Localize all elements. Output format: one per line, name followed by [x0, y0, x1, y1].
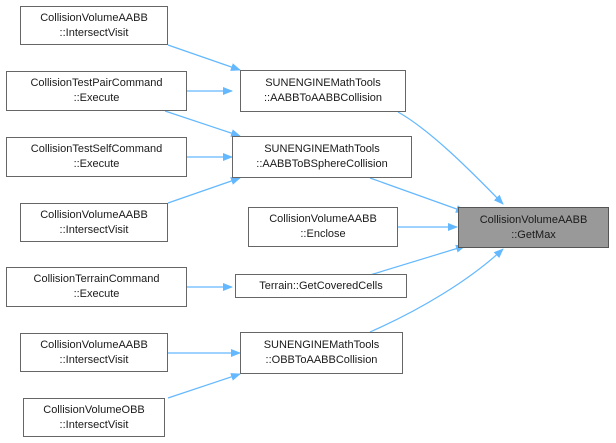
- node-label-line1: SUNENGINEMathTools: [264, 143, 380, 155]
- node-label-line2: ::Execute: [73, 92, 120, 104]
- node-sunenginemathtools-aabbtoaabbcollision[interactable]: SUNENGINEMathTools ::AABBToAABBCollision: [240, 70, 406, 112]
- node-label-line1: CollisionTestPairCommand: [30, 77, 163, 89]
- node-label-line1: CollisionVolumeAABB: [269, 213, 377, 225]
- node-label-line2: ::IntersectVisit: [59, 26, 129, 39]
- node-collisionterraincommand-execute[interactable]: CollisionTerrainCommand ::Execute: [6, 267, 187, 307]
- edge-n4-to-m2: [167, 177, 241, 204]
- node-sunenginemathtools-aabbtobspherecollision[interactable]: SUNENGINEMathTools ::AABBToBSphereCollis…: [232, 136, 412, 178]
- node-collisionvolumeaabb-intersectvisit-3[interactable]: CollisionVolumeAABB ::IntersectVisit: [20, 333, 168, 372]
- node-label-line2: ::AABBToAABBCollision: [264, 92, 382, 104]
- node-label-line1: CollisionVolumeAABB: [40, 11, 148, 24]
- edge-n2-to-m2: [164, 110, 241, 137]
- edge-m5-to-target: [369, 248, 504, 333]
- node-label-line1: CollisionVolumeAABB: [40, 338, 148, 351]
- node-label-line1: CollisionVolumeAABB: [479, 213, 588, 226]
- node-collisionvolumeaabb-enclose[interactable]: CollisionVolumeAABB ::Enclose: [248, 207, 398, 247]
- node-label-line2: ::IntersectVisit: [59, 418, 129, 431]
- node-label-line2: ::Execute: [73, 158, 120, 170]
- node-sunenginemathtools-obbtoaabbcollision[interactable]: SUNENGINEMathTools ::OBBToAABBCollision: [240, 332, 403, 374]
- node-label-line2: ::IntersectVisit: [59, 223, 129, 236]
- node-terrain-getcoveredcells[interactable]: Terrain::GetCoveredCells: [235, 274, 407, 298]
- node-label-line2: ::AABBToBSphereCollision: [256, 158, 388, 170]
- node-label-line2: ::Enclose: [300, 228, 346, 240]
- node-collisionvolumeobb-intersectvisit[interactable]: CollisionVolumeOBB ::IntersectVisit: [23, 398, 165, 437]
- node-collisionvolumeaabb-getmax: CollisionVolumeAABB ::GetMax: [458, 207, 609, 248]
- node-label-line1: CollisionTestSelfCommand: [30, 143, 163, 155]
- node-label-line1: SUNENGINEMathTools: [263, 339, 380, 351]
- node-collisionvolumeaabb-intersectvisit-2[interactable]: CollisionVolumeAABB ::IntersectVisit: [20, 203, 168, 242]
- node-label-line2: ::IntersectVisit: [59, 353, 129, 366]
- node-label-line1: CollisionTerrainCommand: [33, 273, 160, 285]
- node-label-line2: ::GetMax: [511, 228, 556, 241]
- edge-m4-to-target: [369, 244, 466, 276]
- node-label-line1: CollisionVolumeAABB: [40, 208, 148, 221]
- node-collisiontestselfcommand-execute[interactable]: CollisionTestSelfCommand ::Execute: [6, 137, 187, 177]
- node-collisiontestpaircommand-execute[interactable]: CollisionTestPairCommand ::Execute: [6, 71, 187, 111]
- node-label-line1: SUNENGINEMathTools: [265, 77, 381, 89]
- edge-m1-to-target: [397, 111, 504, 205]
- node-label-line2: ::OBBToAABBCollision: [265, 354, 378, 366]
- node-label-line1: Terrain::GetCoveredCells: [259, 279, 383, 292]
- edge-n7-to-m5: [167, 373, 241, 399]
- node-label-line2: ::Execute: [73, 288, 120, 300]
- edge-m2-to-target: [369, 177, 466, 213]
- node-collisionvolumeaabb-intersectvisit-1[interactable]: CollisionVolumeAABB ::IntersectVisit: [20, 6, 168, 45]
- edge-n1-to-m1: [167, 44, 241, 71]
- node-label-line1: CollisionVolumeOBB: [43, 403, 145, 416]
